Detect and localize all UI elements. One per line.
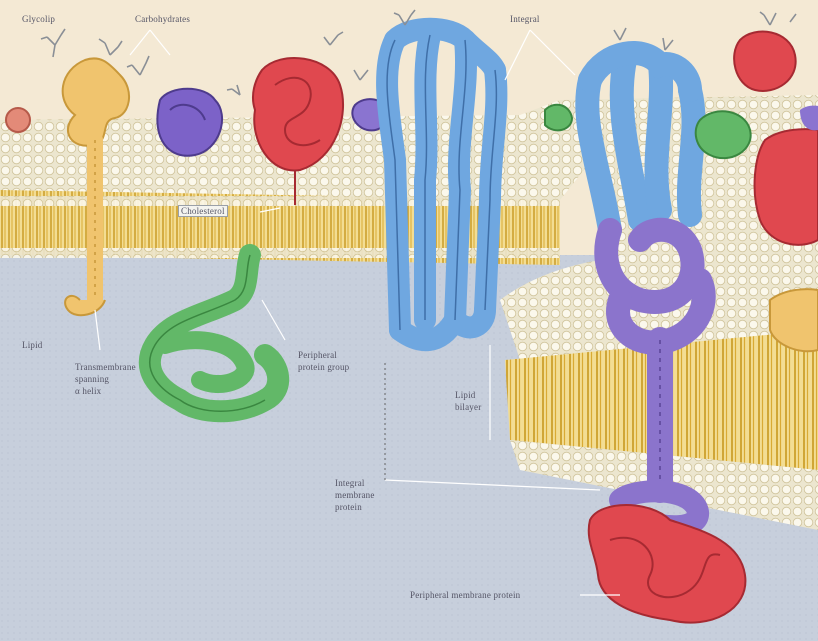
purple-peripheral-protein [157,89,222,156]
label-lipid-left: Lipid [22,340,43,350]
label-helix-1: Transmembrane [75,362,136,372]
label-carbohydrates: Carbohydrates [135,14,190,24]
label-integral-3: protein [335,502,362,512]
label-integral-1: Integral [335,478,365,488]
label-glycolipid: Glycolip [22,14,55,24]
label-helix-3: α helix [75,386,101,396]
label-bilayer-2: bilayer [455,402,481,412]
label-integral-2: membrane [335,490,375,500]
label-helix-2: spanning [75,374,109,384]
label-bilayer-1: Lipid [455,390,476,400]
label-peripheral-bottom: Peripheral membrane protein [410,590,520,600]
label-peripheral-2: protein group [298,362,349,372]
label-cholesterol: Cholesterol [178,205,228,217]
label-peripheral-1: Peripheral [298,350,337,360]
label-glycoproteins: Integral [510,14,540,24]
